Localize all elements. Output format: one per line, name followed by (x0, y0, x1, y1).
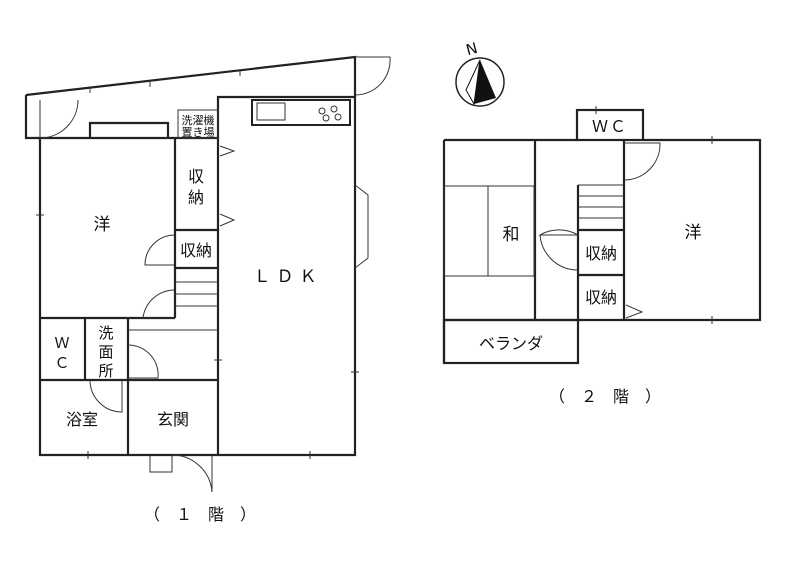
room-japanese: 和 (503, 225, 520, 245)
floor1-slanted-wall (25, 55, 357, 97)
door-2f-japanese (539, 234, 579, 271)
door-storage (144, 234, 176, 266)
door-top-right (354, 56, 391, 96)
door-bath (89, 379, 123, 413)
floor1-plan (24, 55, 391, 493)
room-storage-2f-a: 収納 (585, 244, 617, 263)
room-western-2f: 洋 (685, 223, 702, 243)
caption-floor2: （ ２ 階 ） (549, 387, 661, 406)
room-wc-2f: ＷＣ (592, 117, 628, 136)
door-top-left (39, 99, 79, 139)
room-ldk: ＬＤＫ (254, 267, 323, 287)
door-2f-western (623, 142, 661, 181)
room-washroom-line2: 面 (98, 343, 113, 361)
caption-floor1: （ １ 階 ） (144, 505, 256, 524)
room-wc-line2: Ｃ (54, 354, 69, 372)
room-wc-line1: Ｗ (54, 334, 69, 352)
floor1-left-ledge (24, 95, 40, 140)
door-stairs (142, 289, 176, 319)
door-washroom (127, 344, 159, 379)
floor1-outer-left (38, 138, 130, 457)
room-washer-line2: 置き場 (182, 126, 215, 139)
door-entrance (171, 454, 213, 493)
room-veranda: ベランダ (479, 334, 543, 353)
room-western-1f: 洋 (94, 215, 111, 235)
room-washroom-line3: 所 (98, 362, 113, 380)
room-washer-line1: 洗濯機 (182, 113, 215, 127)
room-entrance: 玄関 (157, 410, 189, 429)
floor2-plan (442, 106, 762, 365)
room-storage-b: 収納 (180, 241, 212, 260)
compass-north-label: N (464, 39, 480, 59)
room-storage-a-line2: 納 (188, 188, 204, 207)
door-entrance-frame (149, 455, 173, 473)
room-storage-a-line1: 収 (188, 167, 204, 186)
room-storage-2f-b: 収納 (585, 288, 617, 307)
room-washroom-line1: 洗 (98, 324, 113, 342)
compass-icon: N (455, 39, 505, 107)
room-bath: 浴室 (66, 410, 98, 429)
